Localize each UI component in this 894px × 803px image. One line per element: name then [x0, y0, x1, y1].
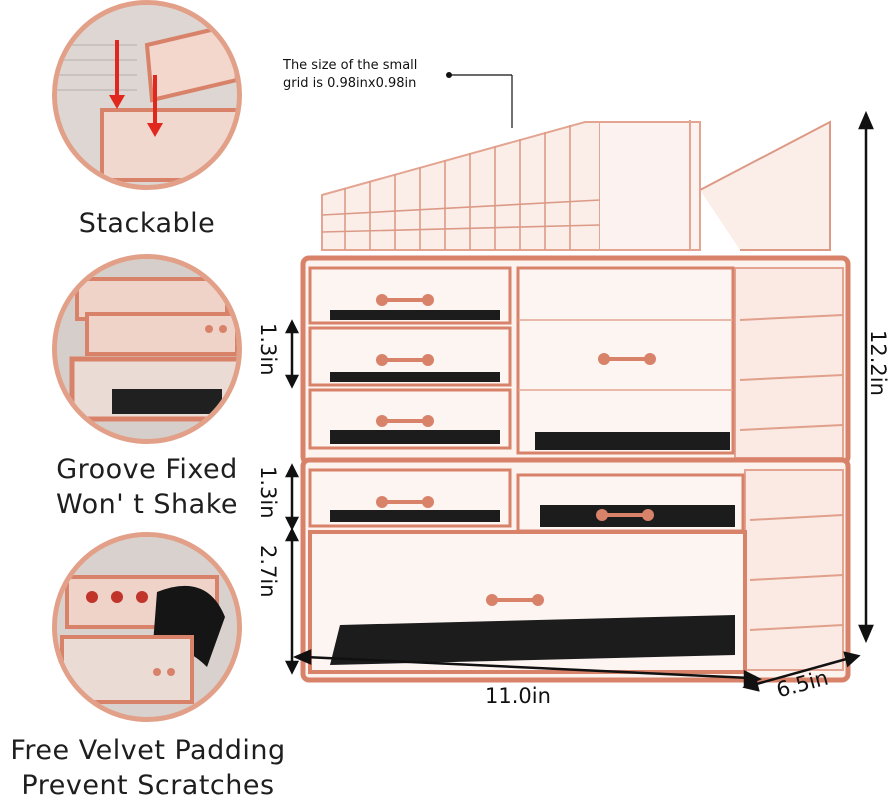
feature-label-stackable: Stackable — [78, 208, 216, 239]
velvet-icon — [57, 537, 237, 717]
feature-label-velvet-2: Prevent Scratches — [21, 770, 275, 801]
height-label: 12.2in — [866, 330, 890, 396]
stackable-photo — [52, 0, 242, 190]
drawer-small-2-label: 1.3in — [256, 466, 280, 519]
dimension-arrows — [284, 110, 874, 692]
velvet-photo — [52, 532, 242, 722]
groove-photo — [52, 254, 242, 444]
feature-label-velvet-1: Free Velvet Padding — [10, 735, 286, 766]
lipstick-tray — [321, 120, 831, 251]
bottom-drawer-unit — [300, 457, 851, 683]
groove-icon — [57, 259, 237, 439]
drawer-large-label: 2.7in — [256, 545, 280, 598]
grid-size-note-line2: grid is 0.98inx0.98in — [283, 76, 417, 91]
note-leader-line — [446, 72, 513, 128]
width-label: 11.0in — [485, 684, 551, 708]
feature-label-groove-2: Won' t Shake — [55, 489, 238, 520]
feature-label-groove-1: Groove Fixed — [56, 454, 238, 485]
top-drawer-unit — [300, 255, 851, 466]
grid-size-note-line1: The size of the small — [283, 58, 418, 73]
drawer-small-1-label: 1.3in — [256, 323, 280, 376]
